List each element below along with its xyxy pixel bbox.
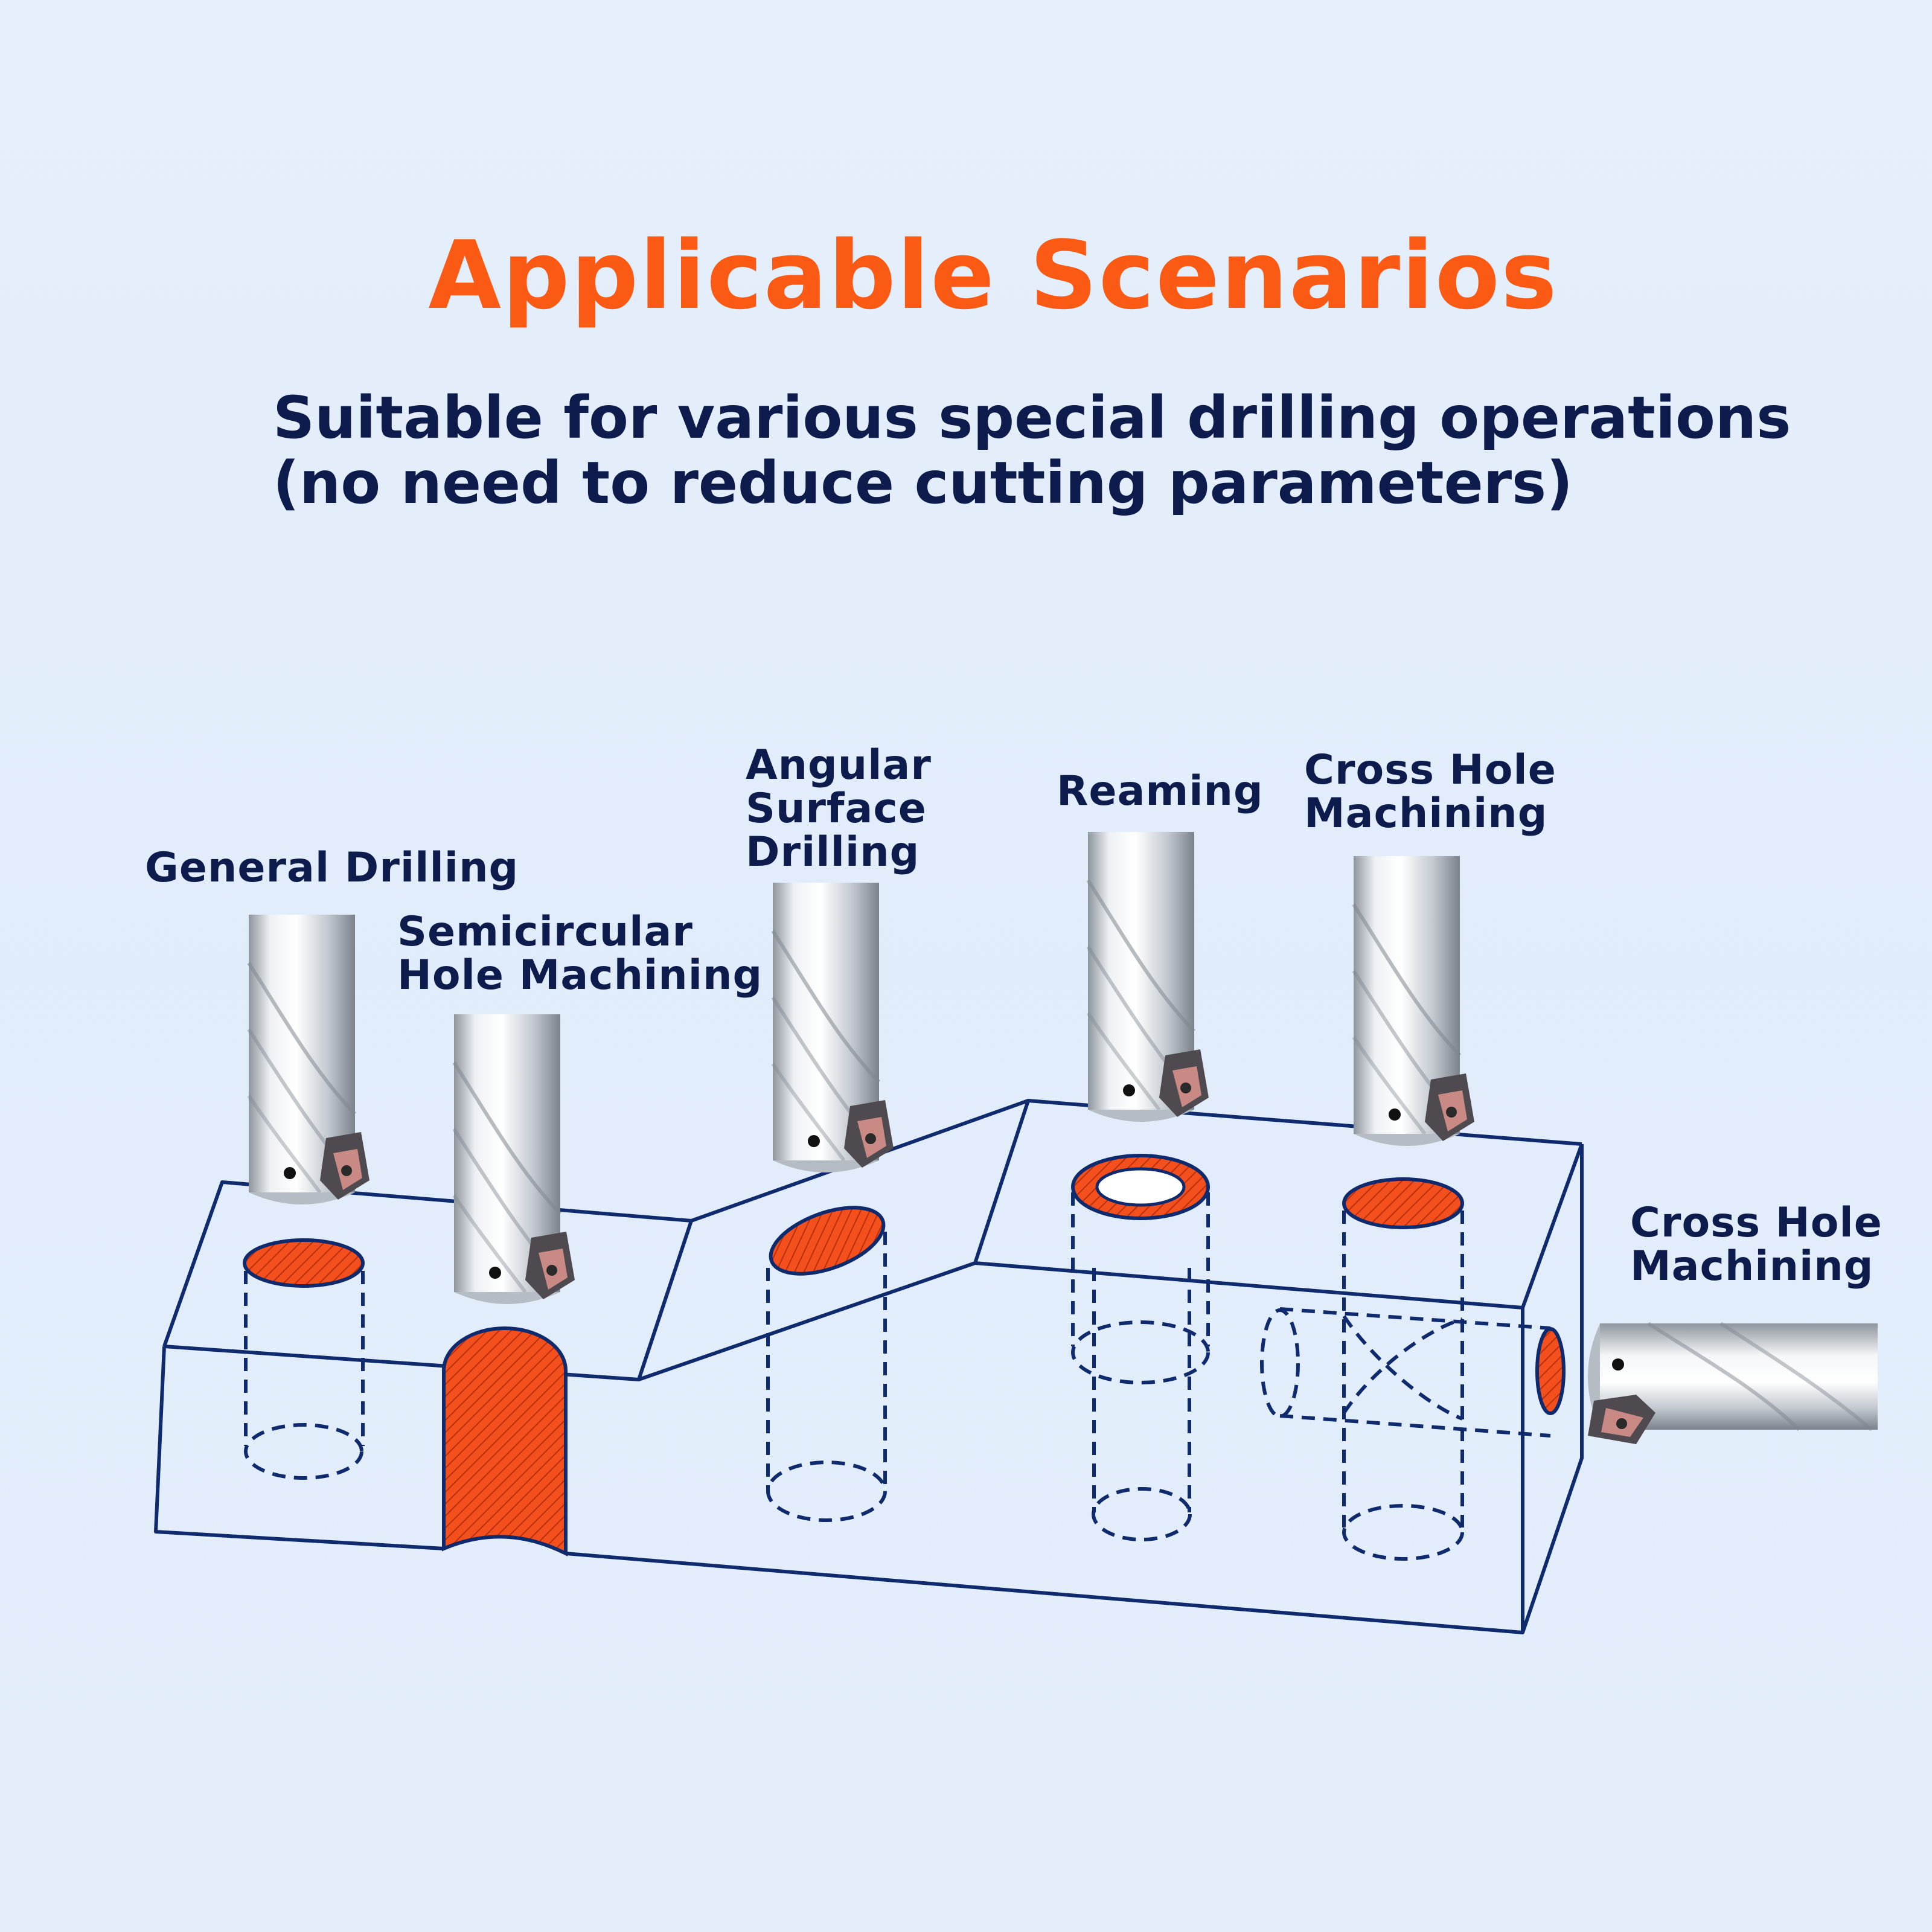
drill-bit-icon <box>1588 1323 1878 1444</box>
general-drilling-hole <box>243 1238 365 1480</box>
drill-bit-icon <box>249 915 369 1204</box>
label-line: Semicircular <box>397 908 693 956</box>
subtitle-line-1: Suitable for various special drilling op… <box>273 384 1791 452</box>
label-line: Cross Hole <box>1630 1199 1882 1247</box>
label-line: Surface <box>746 785 927 833</box>
drill-bit-icon <box>1354 856 1474 1146</box>
page-title: Applicable Scenarios <box>428 220 1558 330</box>
label-angular-surface-drilling: Angular Surface Drilling <box>746 744 932 874</box>
label-semicircular-hole-machining: Semicircular Hole Machining <box>397 910 763 997</box>
label-reaming: Reaming <box>1057 770 1264 813</box>
label-line: Reaming <box>1057 767 1264 815</box>
drill-bit-icon <box>454 1014 575 1304</box>
label-general-drilling: General Drilling <box>145 846 519 890</box>
label-line: Machining <box>1630 1243 1874 1290</box>
label-line: Machining <box>1304 790 1548 837</box>
drill-bit-icon <box>773 883 894 1172</box>
label-line: Drilling <box>746 828 920 876</box>
label-line: Hole Machining <box>397 952 763 999</box>
angular-drilling-hole <box>766 1206 887 1522</box>
label-cross-hole-machining-side: Cross Hole Machining <box>1630 1201 1882 1288</box>
label-line: Cross Hole <box>1304 746 1556 794</box>
label-line: Angular <box>746 741 932 789</box>
subtitle-line-2: (no need to reduce cutting parameters) <box>273 449 1573 517</box>
reaming-hole <box>1071 1154 1210 1541</box>
subtitle: Suitable for various special drilling op… <box>273 385 1791 516</box>
semicircular-cut <box>442 1326 568 1556</box>
label-line: General Drilling <box>145 844 519 892</box>
workpiece-block <box>154 1099 1584 1634</box>
label-cross-hole-machining-top: Cross Hole Machining <box>1304 749 1556 836</box>
cross-hole <box>1260 1177 1566 1561</box>
drill-bit-icon <box>1088 832 1209 1122</box>
